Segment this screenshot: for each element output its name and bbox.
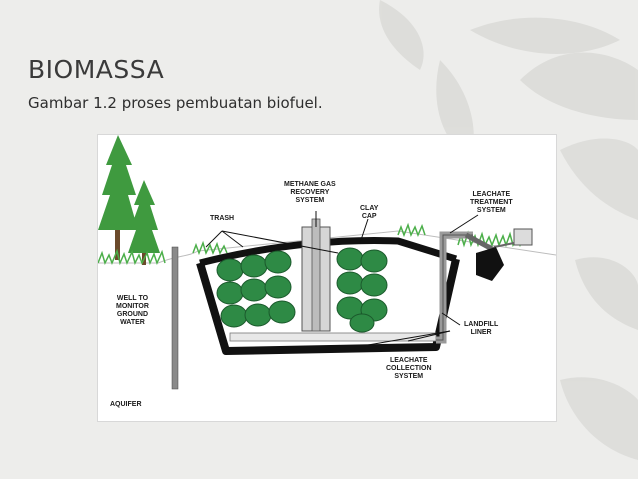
clay-label-line2: CAP [361, 213, 377, 220]
aquifer-label-text: AQUIFER [110, 401, 142, 408]
trash-pile-left [216, 250, 296, 328]
landfill-diagram-graphic [98, 135, 556, 390]
landfill-liner-label: LANDFILL LINER [464, 321, 498, 337]
clay-label-line1: CLAY [360, 205, 379, 212]
liner-label-line2: LINER [470, 329, 492, 336]
well-label-line1: WELL TO [116, 295, 149, 302]
slide-title: BIOMASSA [28, 55, 165, 84]
trash-pile-right [336, 247, 388, 333]
trees [98, 135, 160, 265]
collection-label-line2: COLLECTION [386, 365, 432, 372]
methane-label-line2: RECOVERY [290, 189, 330, 196]
methane-label-line3: SYSTEM [295, 197, 325, 204]
collection-label-line1: LEACHATE [389, 357, 428, 364]
well-label: WELL TO MONITOR GROUND WATER [116, 295, 149, 327]
treatment-label-line3: SYSTEM [476, 207, 506, 214]
aquifer-label: AQUIFER [110, 401, 142, 409]
methane-gas-recovery-label: METHANE GAS RECOVERY SYSTEM [284, 181, 336, 205]
treatment-basin [476, 247, 504, 281]
methane-label-line1: METHANE GAS [284, 181, 336, 188]
collection-label-line3: SYSTEM [394, 373, 424, 380]
trash-label: TRASH [210, 215, 234, 223]
well-label-line3: GROUND [116, 311, 149, 318]
leachate-collection-pipe [229, 332, 437, 342]
leachate-treatment-tank [513, 228, 533, 246]
clay-cap-label: CLAY CAP [360, 205, 378, 221]
well-label-line2: MONITOR [116, 303, 149, 310]
trash-label-text: TRASH [210, 215, 235, 222]
well-label-line4: WATER [120, 319, 145, 326]
leachate-treatment-label: LEACHATE TREATMENT SYSTEM [470, 191, 513, 215]
leachate-collection-label: LEACHATE COLLECTION SYSTEM [386, 357, 432, 381]
liner-label-line1: LANDFILL [464, 321, 499, 328]
label-pointers [205, 211, 479, 346]
landfill-diagram: METHANE GAS RECOVERY SYSTEM CLAY CAP TRA… [97, 134, 557, 422]
slide-subtitle: Gambar 1.2 proses pembuatan biofuel. [28, 94, 323, 112]
treatment-label-line1: LEACHATE [472, 191, 511, 198]
monitoring-well [171, 246, 179, 390]
treatment-label-line2: TREATMENT [470, 199, 513, 206]
